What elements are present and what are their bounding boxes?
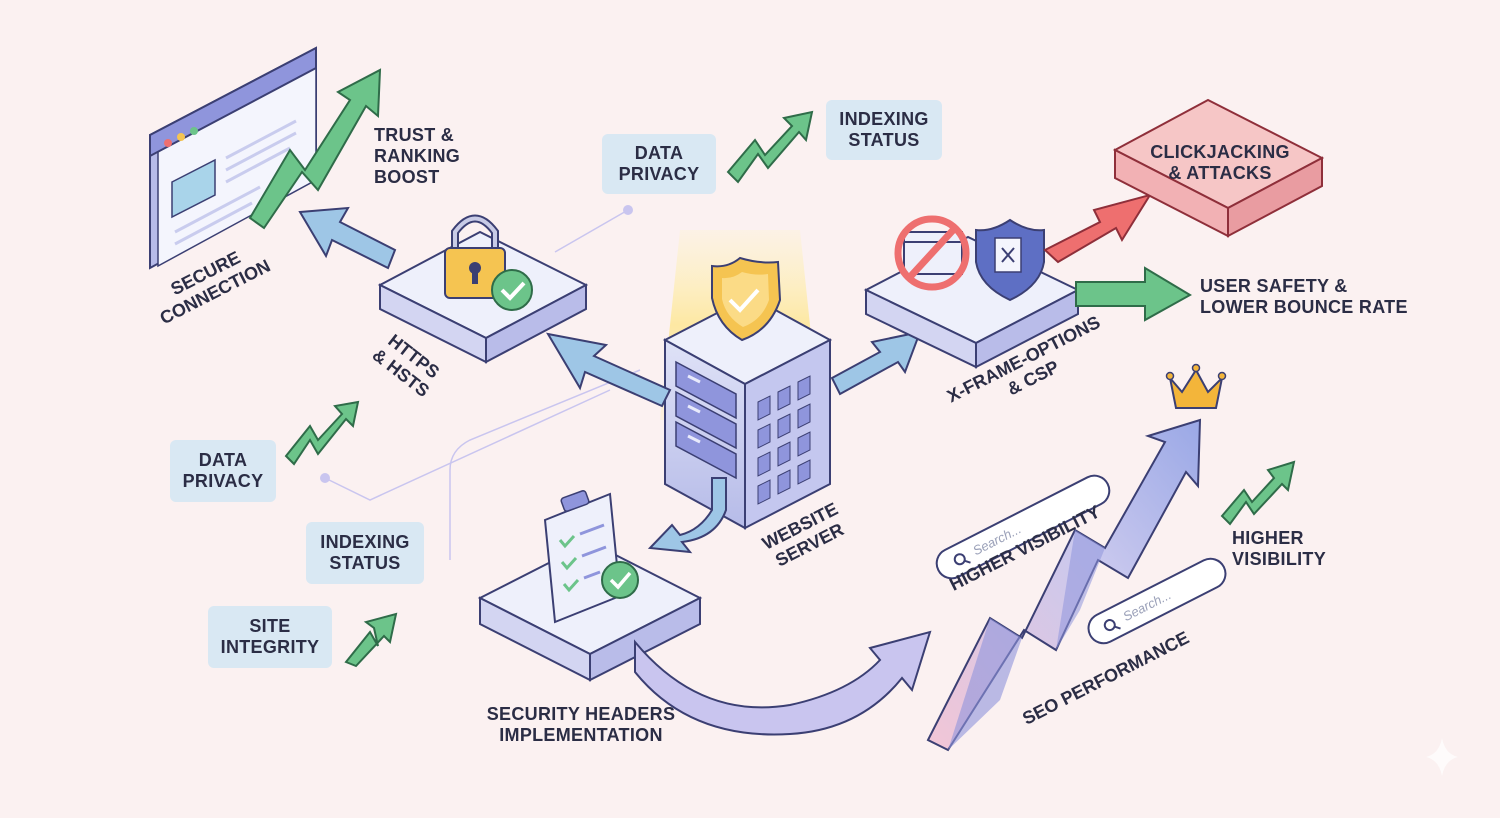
trend-arrow-icon xyxy=(284,110,1296,668)
arrow-to-clickjacking xyxy=(1043,193,1153,264)
arrow-https-to-browser xyxy=(298,206,397,270)
crown-icon xyxy=(1165,363,1227,409)
browser-window-icon xyxy=(149,46,317,270)
clickjacking-platform xyxy=(1112,98,1325,238)
tag-indexing-status-top: INDEXING STATUS xyxy=(826,100,942,160)
arrow-server-to-https xyxy=(546,332,672,408)
sparkle-icon xyxy=(1426,738,1458,776)
arrow-server-to-headers xyxy=(647,477,727,554)
arrow-server-to-xframe xyxy=(830,330,922,396)
no-frame-icon xyxy=(894,215,970,291)
label-security-headers: SECURITY HEADERS IMPLEMENTATION xyxy=(486,704,676,745)
tag-data-privacy-top: DATA PRIVACY xyxy=(602,134,716,194)
shield-document-icon xyxy=(975,218,1045,302)
search-bar-1: Search... xyxy=(935,474,1111,580)
search-icon xyxy=(1103,619,1121,632)
trend-arrow-icon xyxy=(248,68,382,230)
padlock-icon xyxy=(444,214,506,299)
seo-performance-graph xyxy=(926,418,1202,752)
label-user-safety: USER SAFETY & LOWER BOUNCE RATE xyxy=(1200,276,1408,317)
label-trust-ranking: TRUST & RANKING BOOST xyxy=(374,125,461,187)
label-clickjacking: CLICKJACKING & ATTACKS xyxy=(1150,142,1290,183)
check-badge-icon xyxy=(491,269,533,311)
search-icon xyxy=(953,553,971,566)
arrow-headers-to-seo xyxy=(634,630,932,736)
tag-site-integrity: SITE INTEGRITY xyxy=(208,606,332,668)
shield-icon xyxy=(711,256,782,342)
arrow-to-user-safety xyxy=(1075,266,1192,322)
search-bar-2: Search... xyxy=(1087,557,1227,645)
tag-data-privacy-left: DATA PRIVACY xyxy=(170,440,276,502)
connector-lines xyxy=(320,205,641,560)
clipboard-checklist-icon xyxy=(543,490,639,624)
server-building-icon xyxy=(662,294,833,530)
label-higher-visibility-right: HIGHER VISIBILITY xyxy=(1232,528,1327,569)
tag-indexing-status-left: INDEXING STATUS xyxy=(306,522,424,584)
